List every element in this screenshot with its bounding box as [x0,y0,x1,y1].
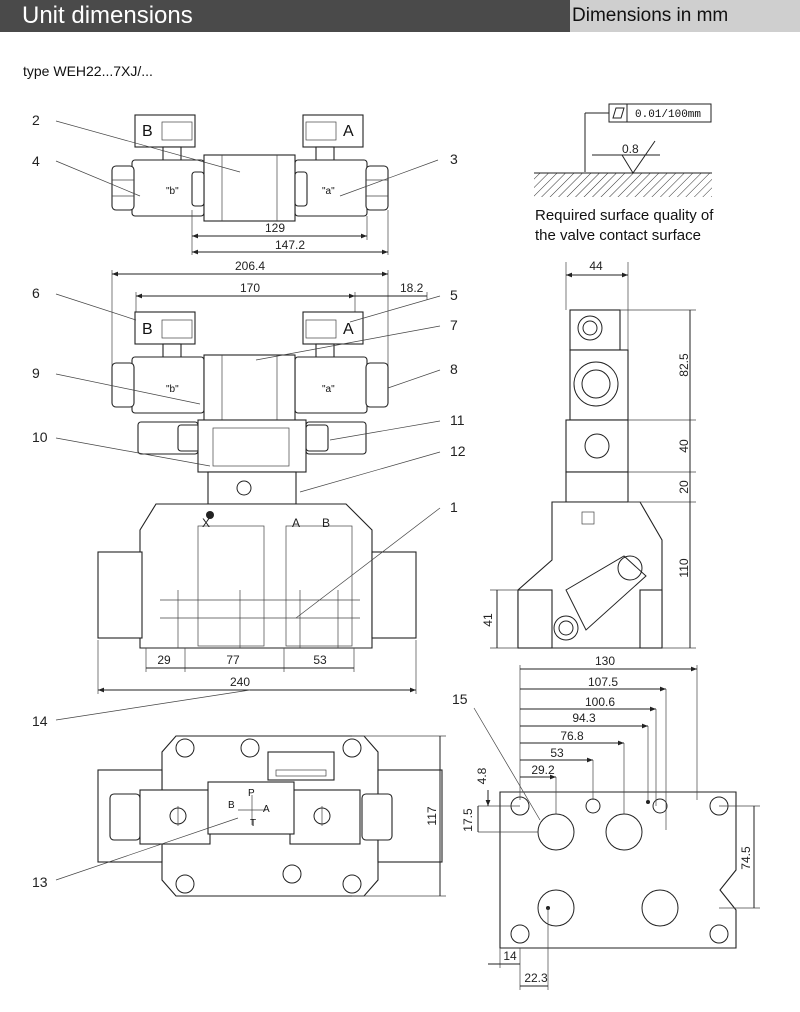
type-label: type WEH22...7XJ/... [23,63,153,79]
callout-12: 12 [450,443,466,459]
dim-29: 29 [157,653,171,667]
dim-18-2: 18.2 [400,281,424,295]
callout-14: 14 [32,713,48,729]
flatness-tolerance: 0.01/100mm [635,109,701,121]
dim-53-pattern: 53 [550,746,564,760]
dim-129: 129 [265,221,285,235]
dim-240: 240 [230,675,250,689]
dim-74-5: 74.5 [739,846,753,870]
dim-40: 40 [677,439,691,453]
callout-15: 15 [452,691,468,707]
callout-9: 9 [32,365,40,381]
surface-quality-symbol [534,103,712,197]
main-valve-body-front [97,503,417,649]
solenoid-marking-a: "a" [322,186,335,197]
plan-view [97,735,443,897]
solenoid-label-b: B [142,123,153,140]
dim-107-5: 107.5 [588,675,618,689]
callout-3: 3 [450,151,458,167]
dim-29-2: 29.2 [531,763,555,777]
dim-117: 117 [425,806,439,825]
dim-4-8: 4.8 [475,767,489,784]
solenoid-label-a: A [343,123,354,140]
dim-170: 170 [240,281,260,295]
surface-note-line2: the valve contact surface [535,227,701,244]
dim-22-3: 22.3 [524,971,548,985]
callout-2: 2 [32,112,40,128]
pilot-stage-and-adapter [137,419,367,505]
plan-port-p: P [248,788,255,799]
dim-17-5: 17.5 [461,808,475,832]
dim-110: 110 [677,558,691,577]
units-note: Dimensions in mm [570,0,800,32]
dim-44: 44 [589,259,603,273]
dim-77: 77 [226,653,240,667]
callout-10: 10 [32,429,48,445]
dim-206-4: 206.4 [235,259,265,273]
dim-20: 20 [677,480,691,494]
callout-8: 8 [450,361,458,377]
roughness-value: 0.8 [622,142,639,156]
port-b: B [322,516,330,530]
dim-100-6: 100.6 [585,695,615,709]
front-label-b: B [142,321,153,338]
dim-147-2: 147.2 [275,238,305,252]
plan-port-a: A [263,804,270,815]
callout-5: 5 [450,287,458,303]
callout-13: 13 [32,874,48,890]
front-label-a: A [343,321,354,338]
port-a: A [292,516,300,530]
side-view [517,309,663,649]
callout-1: 1 [450,499,458,515]
dim-14: 14 [503,949,517,963]
port-x: X [202,516,210,530]
dim-76-8: 76.8 [560,729,584,743]
pilot-valve-top-view [111,114,389,222]
solenoid-marking-b: "b" [166,186,179,197]
dim-53: 53 [313,653,327,667]
callout-7: 7 [450,317,458,333]
surface-note-line1: Required surface quality of [535,207,714,224]
dim-130: 130 [595,654,615,668]
page-title: Unit dimensions [0,0,570,32]
port-pattern-view [499,791,737,949]
callout-4: 4 [32,153,40,169]
dim-94-3: 94.3 [572,711,596,725]
dim-82-5: 82.5 [677,353,691,377]
dim-41: 41 [481,613,495,627]
front-marking-b: "b" [166,384,179,395]
connector-a [302,114,364,148]
callout-11: 11 [450,412,465,428]
front-marking-a: "a" [322,384,335,395]
header-bar: Unit dimensions Dimensions in mm [0,0,800,32]
plan-port-t: T [250,818,256,829]
plan-port-b: B [228,800,235,811]
callout-6: 6 [32,285,40,301]
